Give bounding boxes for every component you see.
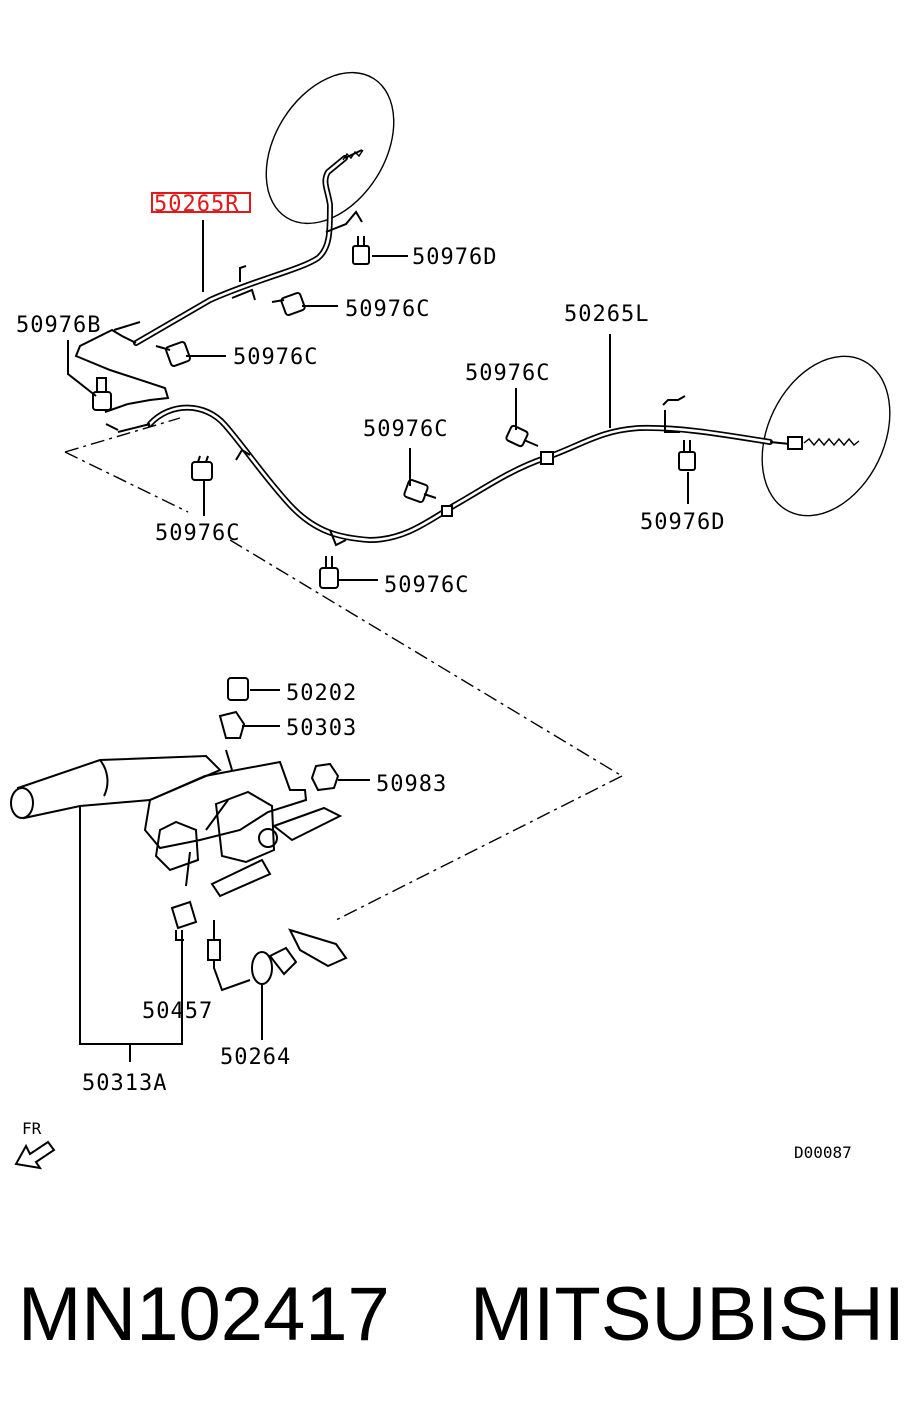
bolt-50976c-3	[191, 455, 213, 481]
direction-label: FR	[22, 1119, 42, 1138]
clip-50303	[218, 710, 246, 739]
leader-lines	[67, 220, 689, 1040]
bolt-50976c-5	[403, 478, 437, 504]
callout-50313a[interactable]: 50313A	[82, 1071, 167, 1096]
nut-50983	[310, 762, 340, 792]
part-number-caption: MN102417	[18, 1272, 390, 1357]
callout-50265r[interactable]: 50265R	[154, 192, 239, 217]
bolt-50976c-2	[155, 341, 191, 367]
cable-50265l	[105, 355, 891, 547]
bushing-50202	[227, 677, 249, 701]
callout-50976c-b[interactable]: 50976C	[233, 345, 318, 370]
boot-50264	[251, 951, 273, 985]
dash-line-upper	[64, 417, 623, 777]
bolt-50976c-4	[319, 556, 339, 589]
callout-50265l[interactable]: 50265L	[564, 302, 649, 327]
diagram-code: D00087	[794, 1143, 852, 1162]
brand-caption: MITSUBISHI	[470, 1272, 905, 1357]
callout-50976d-upper[interactable]: 50976D	[412, 245, 497, 270]
callout-50202[interactable]: 50202	[286, 681, 357, 706]
callout-50976c-d[interactable]: 50976C	[363, 417, 448, 442]
callout-50976c-c[interactable]: 50976C	[465, 361, 550, 386]
callout-50457[interactable]: 50457	[142, 999, 213, 1024]
dash-line-lower	[335, 775, 623, 921]
switch-50457	[170, 900, 198, 930]
callout-50976c-f[interactable]: 50976C	[384, 573, 469, 598]
bolt-50976b	[92, 377, 112, 411]
bolt-50976d-upper	[352, 236, 370, 265]
callout-50264[interactable]: 50264	[220, 1045, 291, 1070]
right-brake-drum-outline	[265, 71, 395, 225]
front-direction-arrow: FR	[14, 1119, 56, 1170]
callout-50976d-lower[interactable]: 50976D	[640, 510, 725, 535]
callout-50983[interactable]: 50983	[376, 772, 447, 797]
left-brake-drum-outline	[761, 355, 891, 517]
callout-50976c-a[interactable]: 50976C	[345, 297, 430, 322]
bolt-50976d-lower	[678, 440, 696, 471]
bolt-50976c-1	[271, 291, 306, 317]
group-bracket-50313a	[79, 806, 183, 1062]
callout-50976b[interactable]: 50976B	[16, 313, 101, 338]
highlight-box-50265r	[151, 192, 251, 213]
callout-50976c-e[interactable]: 50976C	[155, 521, 240, 546]
bolt-50976c-6	[505, 424, 539, 448]
callout-50303[interactable]: 50303	[286, 716, 357, 741]
